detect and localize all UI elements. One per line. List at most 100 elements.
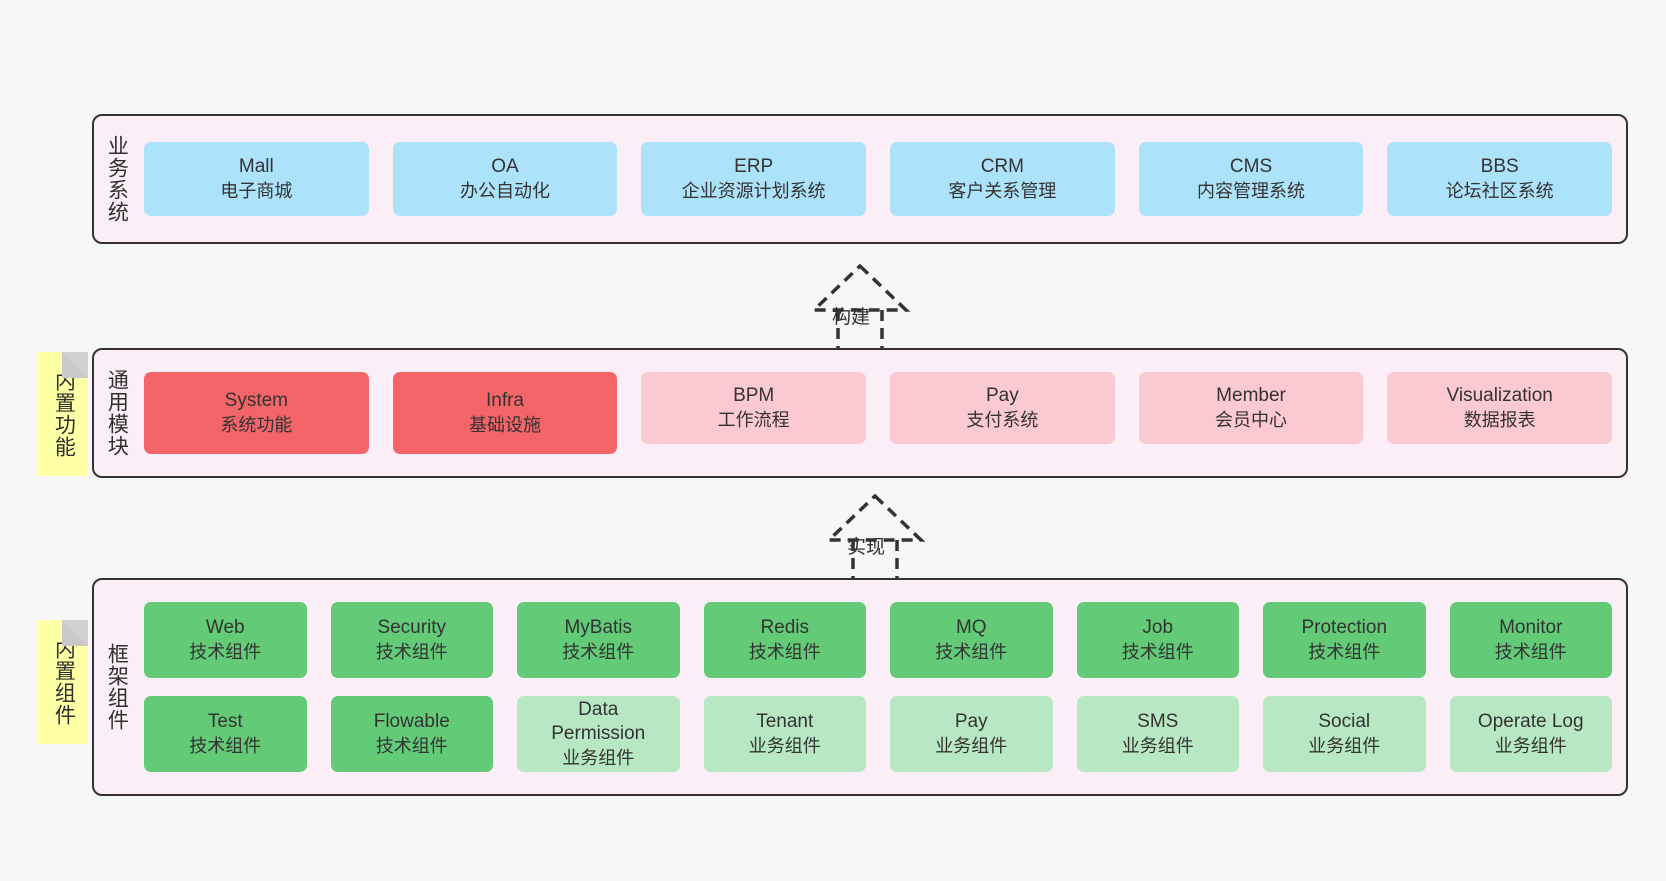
card-title-en: System	[224, 390, 289, 412]
card-title-en: CMS	[1229, 156, 1273, 178]
card-row: System 系统功能 Infra 基础设施 BPM 工作流程 Pay 支付系统…	[144, 372, 1613, 454]
connector-implement: 实现	[805, 492, 945, 582]
card-social[interactable]: Social 业务组件	[1263, 696, 1426, 772]
card-tenant[interactable]: Tenant 业务组件	[703, 696, 866, 772]
card-title-cn: 业务组件	[562, 747, 635, 768]
card-test[interactable]: Test 技术组件	[144, 696, 307, 772]
card-title-en: Monitor	[1499, 617, 1563, 639]
layer-title-common-module: 通用模块	[105, 369, 129, 457]
card-job[interactable]: Job 技术组件	[1076, 602, 1239, 678]
card-visualization[interactable]: Visualization 数据报表	[1387, 372, 1613, 444]
note-fold-corner-icon	[62, 352, 88, 378]
card-title-en: Pay	[985, 385, 1019, 407]
card-title-cn: 基础设施	[469, 414, 541, 435]
card-title-en: Infra	[485, 390, 525, 412]
card-operate-log[interactable]: Operate Log 业务组件	[1449, 696, 1612, 772]
card-title-en: MQ	[955, 617, 987, 639]
card-title-cn: 论坛社区系统	[1445, 180, 1554, 201]
card-title-en: Security	[377, 617, 447, 639]
card-title-cn: 电子商城	[220, 180, 293, 201]
card-title-cn: 技术组件	[748, 641, 821, 662]
card-title-cn: 技术组件	[1308, 641, 1381, 662]
card-title-cn: 业务组件	[1121, 735, 1194, 756]
card-title-cn: 内容管理系统	[1197, 180, 1306, 201]
card-title-cn: 业务组件	[1494, 735, 1567, 756]
card-title-cn: 业务组件	[935, 735, 1008, 756]
card-web[interactable]: Web 技术组件	[144, 602, 307, 678]
card-cms[interactable]: CMS 内容管理系统	[1138, 142, 1364, 216]
card-title-en: Operate Log	[1477, 711, 1584, 733]
note-builtin-features: 内置功能	[38, 352, 88, 476]
card-title-en: BBS	[1480, 156, 1519, 178]
card-title-cn: 会员中心	[1215, 409, 1288, 430]
card-bpm[interactable]: BPM 工作流程	[641, 372, 867, 444]
card-title-en: Flowable	[373, 711, 450, 733]
card-bbs[interactable]: BBS 论坛社区系统	[1387, 142, 1613, 216]
card-row: Web 技术组件 Security 技术组件 MyBatis 技术组件 Redi…	[144, 602, 1612, 678]
card-title-cn: 技术组件	[1121, 641, 1194, 662]
card-title-en: SMS	[1137, 711, 1179, 733]
note-fold-corner-icon	[62, 620, 88, 646]
card-title-en: Visualization	[1446, 385, 1553, 407]
card-protection[interactable]: Protection 技术组件	[1263, 602, 1426, 678]
card-title-en: Mall	[238, 156, 274, 178]
card-title-en: Tenant	[756, 711, 814, 733]
card-pay-component[interactable]: Pay 业务组件	[890, 696, 1053, 772]
card-title-cn: 支付系统	[966, 409, 1039, 430]
card-title-cn: 业务组件	[748, 735, 821, 756]
connector-implement-arrow	[824, 493, 926, 582]
card-oa[interactable]: OA 办公自动化	[392, 142, 618, 216]
card-monitor[interactable]: Monitor 技术组件	[1449, 602, 1612, 678]
card-title-cn: 客户关系管理	[948, 180, 1057, 201]
layer-body-business-system: Mall 电子商城 OA 办公自动化 ERP 企业资源计划系统 CRM 客户关系…	[138, 116, 1626, 242]
card-title-en: Social	[1318, 711, 1371, 733]
card-system[interactable]: System 系统功能	[144, 372, 369, 454]
card-title-cn: 技术组件	[189, 641, 262, 662]
layer-body-common-module: System 系统功能 Infra 基础设施 BPM 工作流程 Pay 支付系统…	[138, 350, 1626, 476]
card-title-en: Redis	[760, 617, 810, 639]
card-mq[interactable]: MQ 技术组件	[890, 602, 1053, 678]
card-data-permission[interactable]: Data Permission 业务组件	[517, 696, 680, 772]
card-title-cn: 业务组件	[1308, 735, 1381, 756]
connector-build: 构建	[790, 262, 930, 352]
card-title-cn: 技术组件	[562, 641, 635, 662]
card-member[interactable]: Member 会员中心	[1138, 372, 1364, 444]
layer-common-module: 通用模块 System 系统功能 Infra 基础设施 BPM 工作流程 Pay…	[92, 348, 1628, 478]
layer-title-business-system: 业务系统	[105, 135, 129, 223]
card-title-cn: 系统功能	[220, 414, 293, 435]
note-builtin-components: 内置组件	[38, 620, 88, 744]
card-flowable[interactable]: Flowable 技术组件	[330, 696, 493, 772]
connector-implement-label: 实现	[847, 537, 886, 558]
connector-build-label: 构建	[832, 307, 871, 328]
card-crm[interactable]: CRM 客户关系管理	[890, 142, 1115, 216]
layer-business-system: 业务系统 Mall 电子商城 OA 办公自动化 ERP 企业资源计划系统 CRM…	[92, 114, 1628, 244]
layer-framework-components: 框架组件 Web 技术组件 Security 技术组件 MyBatis 技术组件…	[92, 578, 1628, 796]
card-title-cn: 办公自动化	[460, 180, 550, 201]
card-mall[interactable]: Mall 电子商城	[144, 142, 369, 216]
card-title-cn: 技术组件	[1494, 641, 1567, 662]
card-security[interactable]: Security 技术组件	[330, 602, 493, 678]
card-row: Mall 电子商城 OA 办公自动化 ERP 企业资源计划系统 CRM 客户关系…	[144, 142, 1613, 216]
card-title-en: Pay	[954, 711, 988, 733]
card-title-en: Member	[1216, 385, 1286, 407]
card-title-en: Test	[207, 711, 243, 733]
card-title-cn: 技术组件	[935, 641, 1008, 662]
card-infra[interactable]: Infra 基础设施	[392, 372, 618, 454]
connector-build-arrow	[809, 263, 911, 352]
card-pay[interactable]: Pay 支付系统	[890, 372, 1115, 444]
card-title-cn: 企业资源计划系统	[681, 180, 826, 201]
note-label: 内置功能	[52, 370, 76, 458]
card-title-en: MyBatis	[564, 617, 633, 639]
card-mybatis[interactable]: MyBatis 技术组件	[517, 602, 680, 678]
card-title-en: CRM	[980, 156, 1024, 178]
card-sms[interactable]: SMS 业务组件	[1076, 696, 1239, 772]
card-title-en: ERP	[734, 156, 774, 178]
card-title-en: Web	[205, 617, 245, 639]
card-title-en: Job	[1142, 617, 1174, 639]
card-title-cn: 技术组件	[189, 735, 262, 756]
card-erp[interactable]: ERP 企业资源计划系统	[641, 142, 867, 216]
note-label: 内置组件	[52, 638, 76, 726]
card-redis[interactable]: Redis 技术组件	[703, 602, 866, 678]
layer-body-framework-components: Web 技术组件 Security 技术组件 MyBatis 技术组件 Redi…	[138, 580, 1626, 794]
